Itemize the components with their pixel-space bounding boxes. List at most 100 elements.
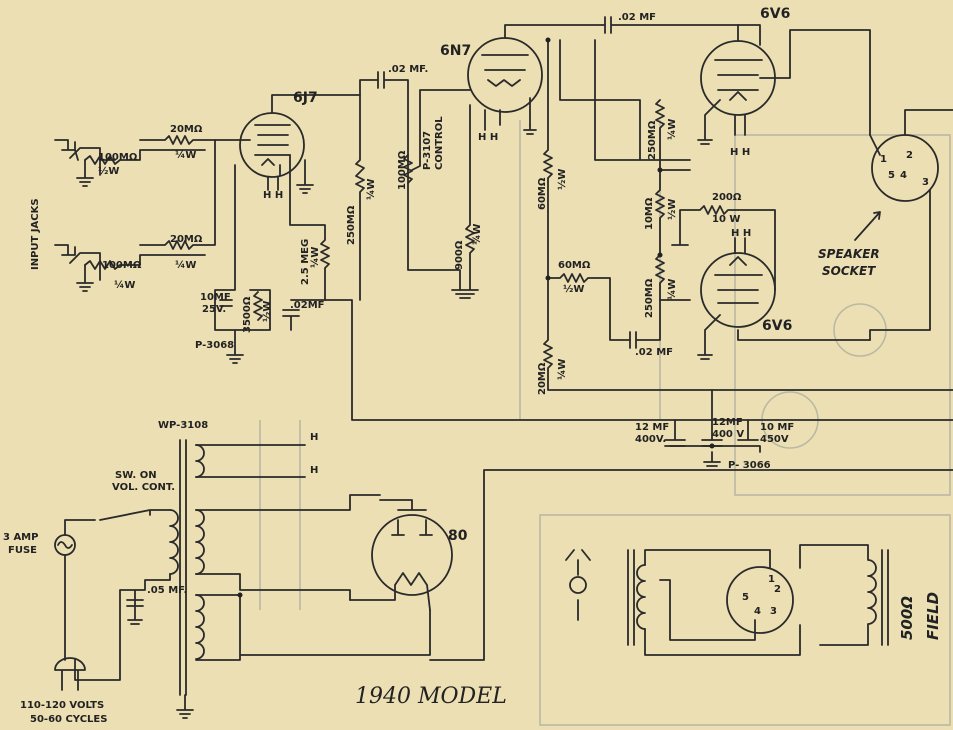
label-02-a: .02 MF.	[388, 64, 428, 75]
socket-pin-4: 4	[900, 170, 907, 181]
heater-6j7: H H	[263, 190, 283, 201]
resistor-60m-b	[547, 273, 631, 341]
label-sw-2: VOL. CONT.	[112, 482, 175, 493]
diagram-title: 1940 MODEL	[355, 684, 507, 709]
resistor-2-5meg	[289, 154, 330, 301]
cathode-network	[214, 164, 271, 364]
label-volts: 110-120 VOLTS	[20, 700, 104, 711]
label-20m-a: 20MΩ	[170, 124, 203, 135]
label-20m-b: 20MΩ	[170, 234, 203, 245]
label-900-w: ¼W	[471, 224, 483, 245]
tube-6n7-label: 6N7	[440, 43, 471, 59]
label-100m-a: 100MΩ	[98, 152, 138, 163]
label-60m-b-w: ½W	[563, 284, 584, 295]
label-3500: 3500Ω	[242, 296, 253, 333]
heater-6n7: H H	[478, 132, 498, 143]
label-cycles: 50-60 CYCLES	[30, 714, 107, 725]
label-250m-w: ¼W	[365, 179, 377, 200]
resistor-100m-2	[84, 254, 206, 270]
label-20m-c: 20MΩ	[537, 362, 548, 395]
label-20m-c-w: ¼W	[556, 359, 568, 380]
resistor-10m	[655, 169, 665, 256]
tube-6v6-bot-label: 6V6	[762, 318, 792, 334]
socket-pin-1: 1	[880, 154, 887, 165]
speaker-plug	[565, 544, 889, 656]
label-60m-b: 60MΩ	[558, 260, 591, 271]
socket-arrow	[854, 211, 881, 241]
label-02-top: .02 MF	[618, 12, 656, 23]
label-250m-bot: 250MΩ	[644, 278, 655, 318]
cap-02-top	[604, 16, 761, 46]
ground-6j7	[296, 159, 314, 194]
pot-p3107	[403, 89, 471, 184]
label-250m-top-w: ¼W	[666, 119, 678, 140]
label-sw-1: SW. ON	[115, 470, 157, 481]
ground-6n7	[523, 124, 537, 135]
label-02-b: .02MF	[290, 300, 325, 311]
tube-6j7	[239, 79, 379, 191]
tube-80-label: 80	[448, 528, 468, 544]
plug-pin-1: 1	[768, 574, 775, 585]
tube-6v6-top	[697, 24, 871, 145]
label-pot-100m: 100MΩ	[397, 150, 408, 190]
resistor-200	[671, 205, 776, 291]
resistor-3500	[253, 291, 263, 321]
label-200-w: 10 W	[712, 214, 740, 225]
label-p3068: P-3068	[195, 340, 234, 351]
socket-pin-2: 2	[906, 150, 913, 161]
label-field-2: FIELD	[924, 592, 942, 640]
label-100m-b: 100MΩ	[102, 260, 142, 271]
speaker-socket	[869, 109, 953, 341]
socket-pin-5: 5	[888, 170, 895, 181]
label-60m-a: 60MΩ	[537, 177, 548, 210]
label-10mf-b: 10 MF	[760, 422, 794, 433]
label-100m-b-w: ¼W	[114, 279, 135, 291]
label-100m-a-w: ½W	[98, 166, 119, 177]
socket-pin-3: 3	[922, 177, 929, 188]
heater-6v6-bot: H H	[731, 228, 751, 239]
b-plus-wire	[429, 469, 953, 661]
cap-02-a	[377, 71, 461, 291]
cap-10mf	[219, 299, 233, 307]
wire-6n7-grid	[559, 39, 691, 161]
label-20m-a-w: ¼W	[175, 149, 196, 161]
resistor-20m-1	[139, 135, 251, 145]
primary-circuit	[64, 509, 171, 681]
resistor-250m-top	[655, 99, 691, 171]
junction-dots	[237, 37, 715, 598]
background-bleed	[259, 120, 951, 726]
cap-02-b	[282, 299, 953, 421]
label-12mf-b-v: 400 V	[712, 429, 744, 440]
label-20m-b-w: ¼W	[175, 259, 196, 271]
filter-cap-3	[669, 419, 761, 467]
resistor-250m	[355, 94, 365, 301]
label-250m-top: 250MΩ	[647, 120, 658, 160]
label-60m-a-w: ½W	[557, 169, 568, 190]
label-05mf: .05 MF.	[147, 585, 187, 596]
label-250m: 250MΩ	[346, 205, 357, 245]
cap-02-c	[629, 299, 691, 349]
label-wp3108: WP-3108	[158, 420, 208, 431]
label-10mf: 10MF	[200, 292, 231, 303]
label-10mf-v: 25V.	[202, 304, 226, 315]
ground-1	[76, 159, 94, 187]
plug-pin-4: 4	[754, 606, 761, 617]
label-10m-w: ½W	[667, 199, 678, 220]
label-h-1: H	[310, 432, 318, 443]
resistor-20m-2	[139, 139, 216, 250]
label-12mf-a: 12 MF	[635, 422, 669, 433]
plug-pin-3: 3	[770, 606, 777, 617]
resistor-250m-bot	[655, 254, 665, 301]
resistor-100m-1	[84, 149, 206, 165]
label-2-5meg-w: ¼W	[309, 247, 321, 268]
label-900: 900Ω	[454, 240, 465, 270]
fuse	[54, 534, 76, 556]
power-plug	[54, 657, 86, 691]
tube-6j7-label: 6J7	[293, 90, 318, 106]
label-pot-control: CONTROL	[434, 116, 445, 170]
resistor-900	[451, 104, 479, 299]
speaker-socket-label-1: SPEAKER	[818, 247, 880, 261]
label-10mf-b-v: 450V	[760, 434, 789, 445]
